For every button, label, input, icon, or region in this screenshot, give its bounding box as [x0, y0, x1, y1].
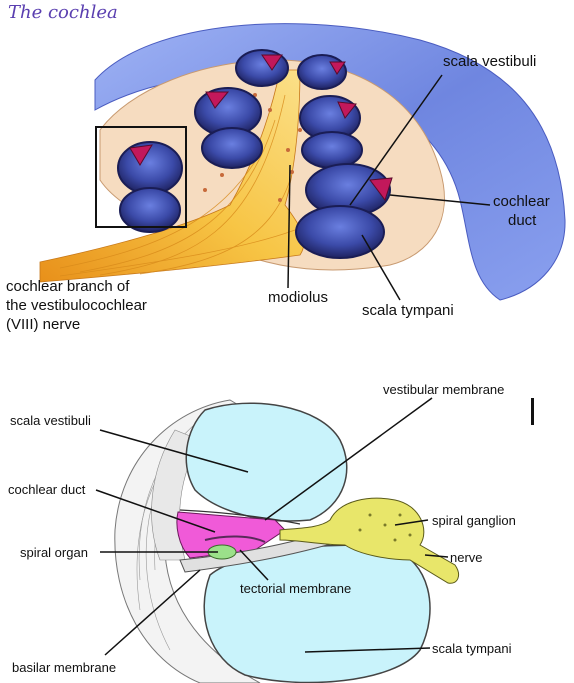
label-nerve: nerve: [450, 550, 483, 565]
scala-tympani-chamber: [203, 544, 431, 683]
label-tectorial-membrane: tectorial membrane: [240, 581, 352, 596]
text-cursor-bar: [531, 398, 534, 425]
spiral-ganglion-shape: [279, 497, 459, 584]
page-title: The cochlea: [8, 2, 118, 23]
label-basilar-membrane: basilar membrane: [12, 660, 117, 675]
label-scala-tympani-top: scala tympani: [362, 302, 454, 319]
label-scala-vestibuli-bottom: scala vestibuli: [10, 413, 91, 428]
label-nerve-line1: cochlear branch of: [6, 278, 130, 295]
label-nerve-line3: (VIII) nerve: [6, 316, 81, 333]
label-spiral-organ: spiral organ: [20, 545, 88, 560]
cochlear-duct-wedges: [129, 54, 393, 202]
highlight-box: [95, 126, 187, 228]
label-scala-tympani-bottom: scala tympani: [432, 641, 512, 656]
spiral-turn-sections: [117, 49, 391, 259]
label-cochlear-duct-bottom: cochlear duct: [8, 482, 86, 497]
label-spiral-ganglion: spiral ganglion: [432, 513, 516, 528]
cochlea-cutaway-illustration: [39, 23, 566, 301]
cochlea-cross-section-illustration: [95, 397, 459, 683]
label-modiolus: modiolus: [268, 289, 329, 306]
label-cochlear-duct-line1: cochlear: [493, 193, 550, 210]
label-scala-vestibuli-top: scala vestibuli: [443, 53, 537, 70]
label-vestibular-membrane: vestibular membrane: [383, 382, 505, 397]
label-nerve-line2: the vestibulocochlear: [6, 297, 147, 314]
label-cochlear-duct-line2: duct: [508, 212, 537, 229]
scala-vestibuli-chamber: [185, 402, 348, 522]
